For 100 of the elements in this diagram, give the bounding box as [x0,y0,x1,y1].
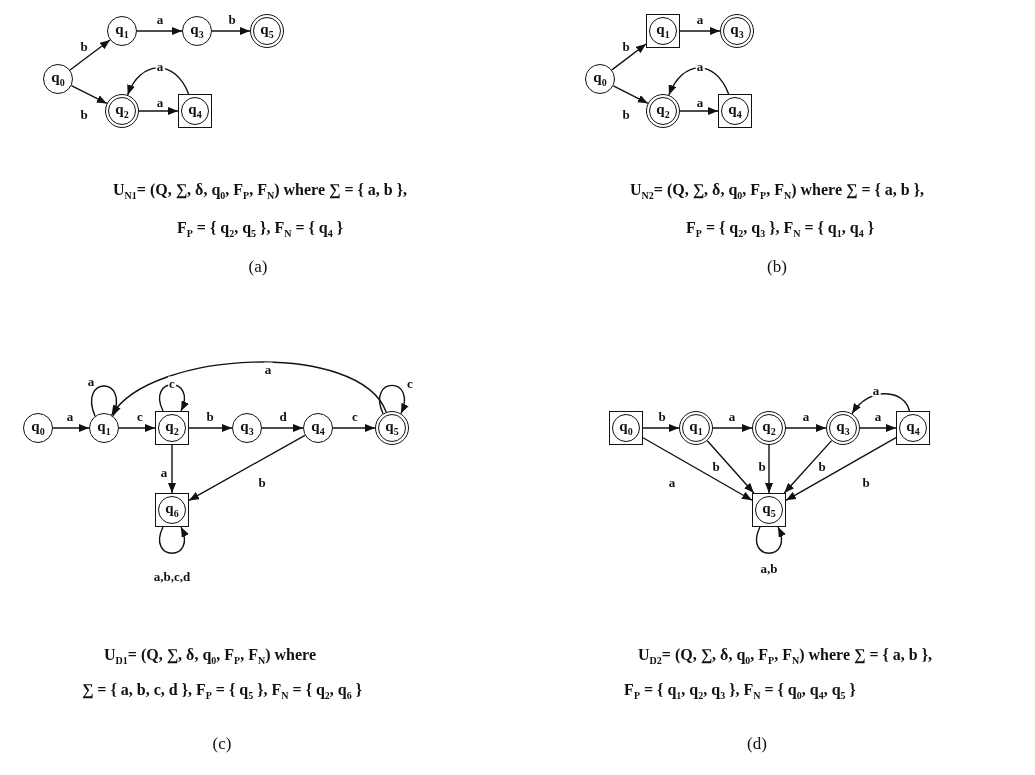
arrow [785,424,827,432]
edge-label: a,b [759,561,779,575]
arrow [158,526,189,554]
boxed-state [609,411,643,445]
arrow [859,424,897,432]
arrow [52,424,90,432]
state-name: q$_{2}$ [656,102,670,120]
arrow [851,393,911,415]
state-name: q$_{1}$ [656,22,670,40]
edge-label: b [257,475,267,489]
state-circle [585,64,615,94]
figure-caption: (b) [767,257,787,278]
edge-label: d [278,409,288,423]
state-name: q$_{3}$ [836,419,850,437]
boxed-state [155,493,189,527]
state-circle [23,413,53,443]
edge-label: b [861,475,871,489]
state-name: q$_{4}$ [188,102,202,120]
arrow [755,526,786,554]
state-name: q$_{5}$ [385,419,399,437]
arrow [136,27,183,35]
state-circle [182,16,212,46]
formula-text: U$_{N1}$= (Q, ∑, δ, q$_{0}$, F$_{P}$, F$_{N}$) where ∑ = { a, b }, [113,180,407,203]
state-name: q$_{1}$ [689,419,703,437]
arrow [611,43,647,71]
figure-caption: (a) [248,257,268,278]
arrow [783,439,833,494]
arrow [69,39,111,71]
arrow [211,27,251,35]
boxed-state [178,94,212,128]
arrow [642,424,680,432]
arrow [668,67,730,96]
arrow [118,424,156,432]
edge-label: b [227,12,237,26]
accepting-state [826,411,860,445]
accepting-state [752,411,786,445]
state-name: q$_{1}$ [115,22,129,40]
arrow [612,85,649,104]
state-name: q$_{4}$ [728,102,742,120]
state-circle [43,64,73,94]
state-name: q$_{0}$ [31,419,45,437]
boxed-state [718,94,752,128]
boxed-state [155,411,189,445]
arrow [261,424,304,432]
state-circle [89,413,119,443]
arrow [785,437,897,501]
figure-caption: (c) [212,734,232,755]
arrow [168,444,176,494]
state-name: q$_{5}$ [260,22,274,40]
accepting-state [375,411,409,445]
state-name: q$_{1}$ [97,419,111,437]
boxed-state [752,493,786,527]
edge-label: b [657,409,667,423]
accepting-state [250,14,284,48]
arrow [188,424,233,432]
arrow [706,440,755,494]
edge-label: b [817,459,827,473]
arrow [332,424,376,432]
state-name: q$_{4}$ [906,419,920,437]
arrow [712,424,753,432]
state-circle [232,413,262,443]
arrow [765,444,773,494]
state-name: q$_{0}$ [593,70,607,88]
arrow [188,434,306,502]
accepting-state [646,94,680,128]
state-name: q$_{3}$ [730,22,744,40]
state-name: q$_{3}$ [190,22,204,40]
state-name: q$_{4}$ [311,419,325,437]
arrow [90,385,120,417]
state-name: q$_{3}$ [240,419,254,437]
edge-label: b [79,39,89,53]
accepting-state [679,411,713,445]
boxed-state [896,411,930,445]
accepting-state [105,94,139,128]
arrow [110,361,387,416]
boxed-state [646,14,680,48]
formula-text: U$_{D2}$= (Q, ∑, δ, q$_{0}$, F$_{P}$, F$_{N}$) where ∑ = { a, b }, [638,645,932,668]
figure-caption: (d) [747,734,767,755]
accepting-state [720,14,754,48]
formula-text: F$_{P}$ = { q$_{2}$, q$_{3}$ }, F$_{N}$ = { q$_{1}$, q$_{4}$ } [686,218,874,241]
arrow [679,107,719,115]
edge-label: b [757,459,767,473]
state-name: q$_{5}$ [762,501,776,519]
state-name: q$_{2}$ [115,102,129,120]
formula-text: ∑ = { a, b, c, d }, F$_{P}$ = { q$_{5}$ }, F$_{N}$ = { q$_{2}$, q$_{6}$ } [81,680,363,703]
arrow [679,27,721,35]
arrow [642,437,753,501]
formula-text: F$_{P}$ = { q$_{2}$, q$_{5}$ }, F$_{N}$ = { q$_{4}$ } [176,218,344,241]
state-name: q$_{2}$ [165,419,179,437]
state-name: q$_{6}$ [165,501,179,519]
state-circle [303,413,333,443]
state-name: q$_{0}$ [51,70,65,88]
formula-text: U$_{D1}$= (Q, ∑, δ, q$_{0}$, F$_{P}$, F$_{N}$) where [104,645,316,668]
state-name: q$_{2}$ [762,419,776,437]
formula-text: U$_{N2}$= (Q, ∑, δ, q$_{0}$, F$_{P}$, F$_{N}$) where ∑ = { a, b }, [630,180,924,203]
arrow [138,107,179,115]
edge-label: b [711,459,721,473]
arrow [70,85,108,105]
state-circle [107,16,137,46]
formula-text: F$_{P}$ = { q$_{1}$, q$_{2}$, q$_{3}$ }, F$_{N}$ = { q$_{0}$, q$_{4}$, q$_{5}$ } [624,680,856,703]
